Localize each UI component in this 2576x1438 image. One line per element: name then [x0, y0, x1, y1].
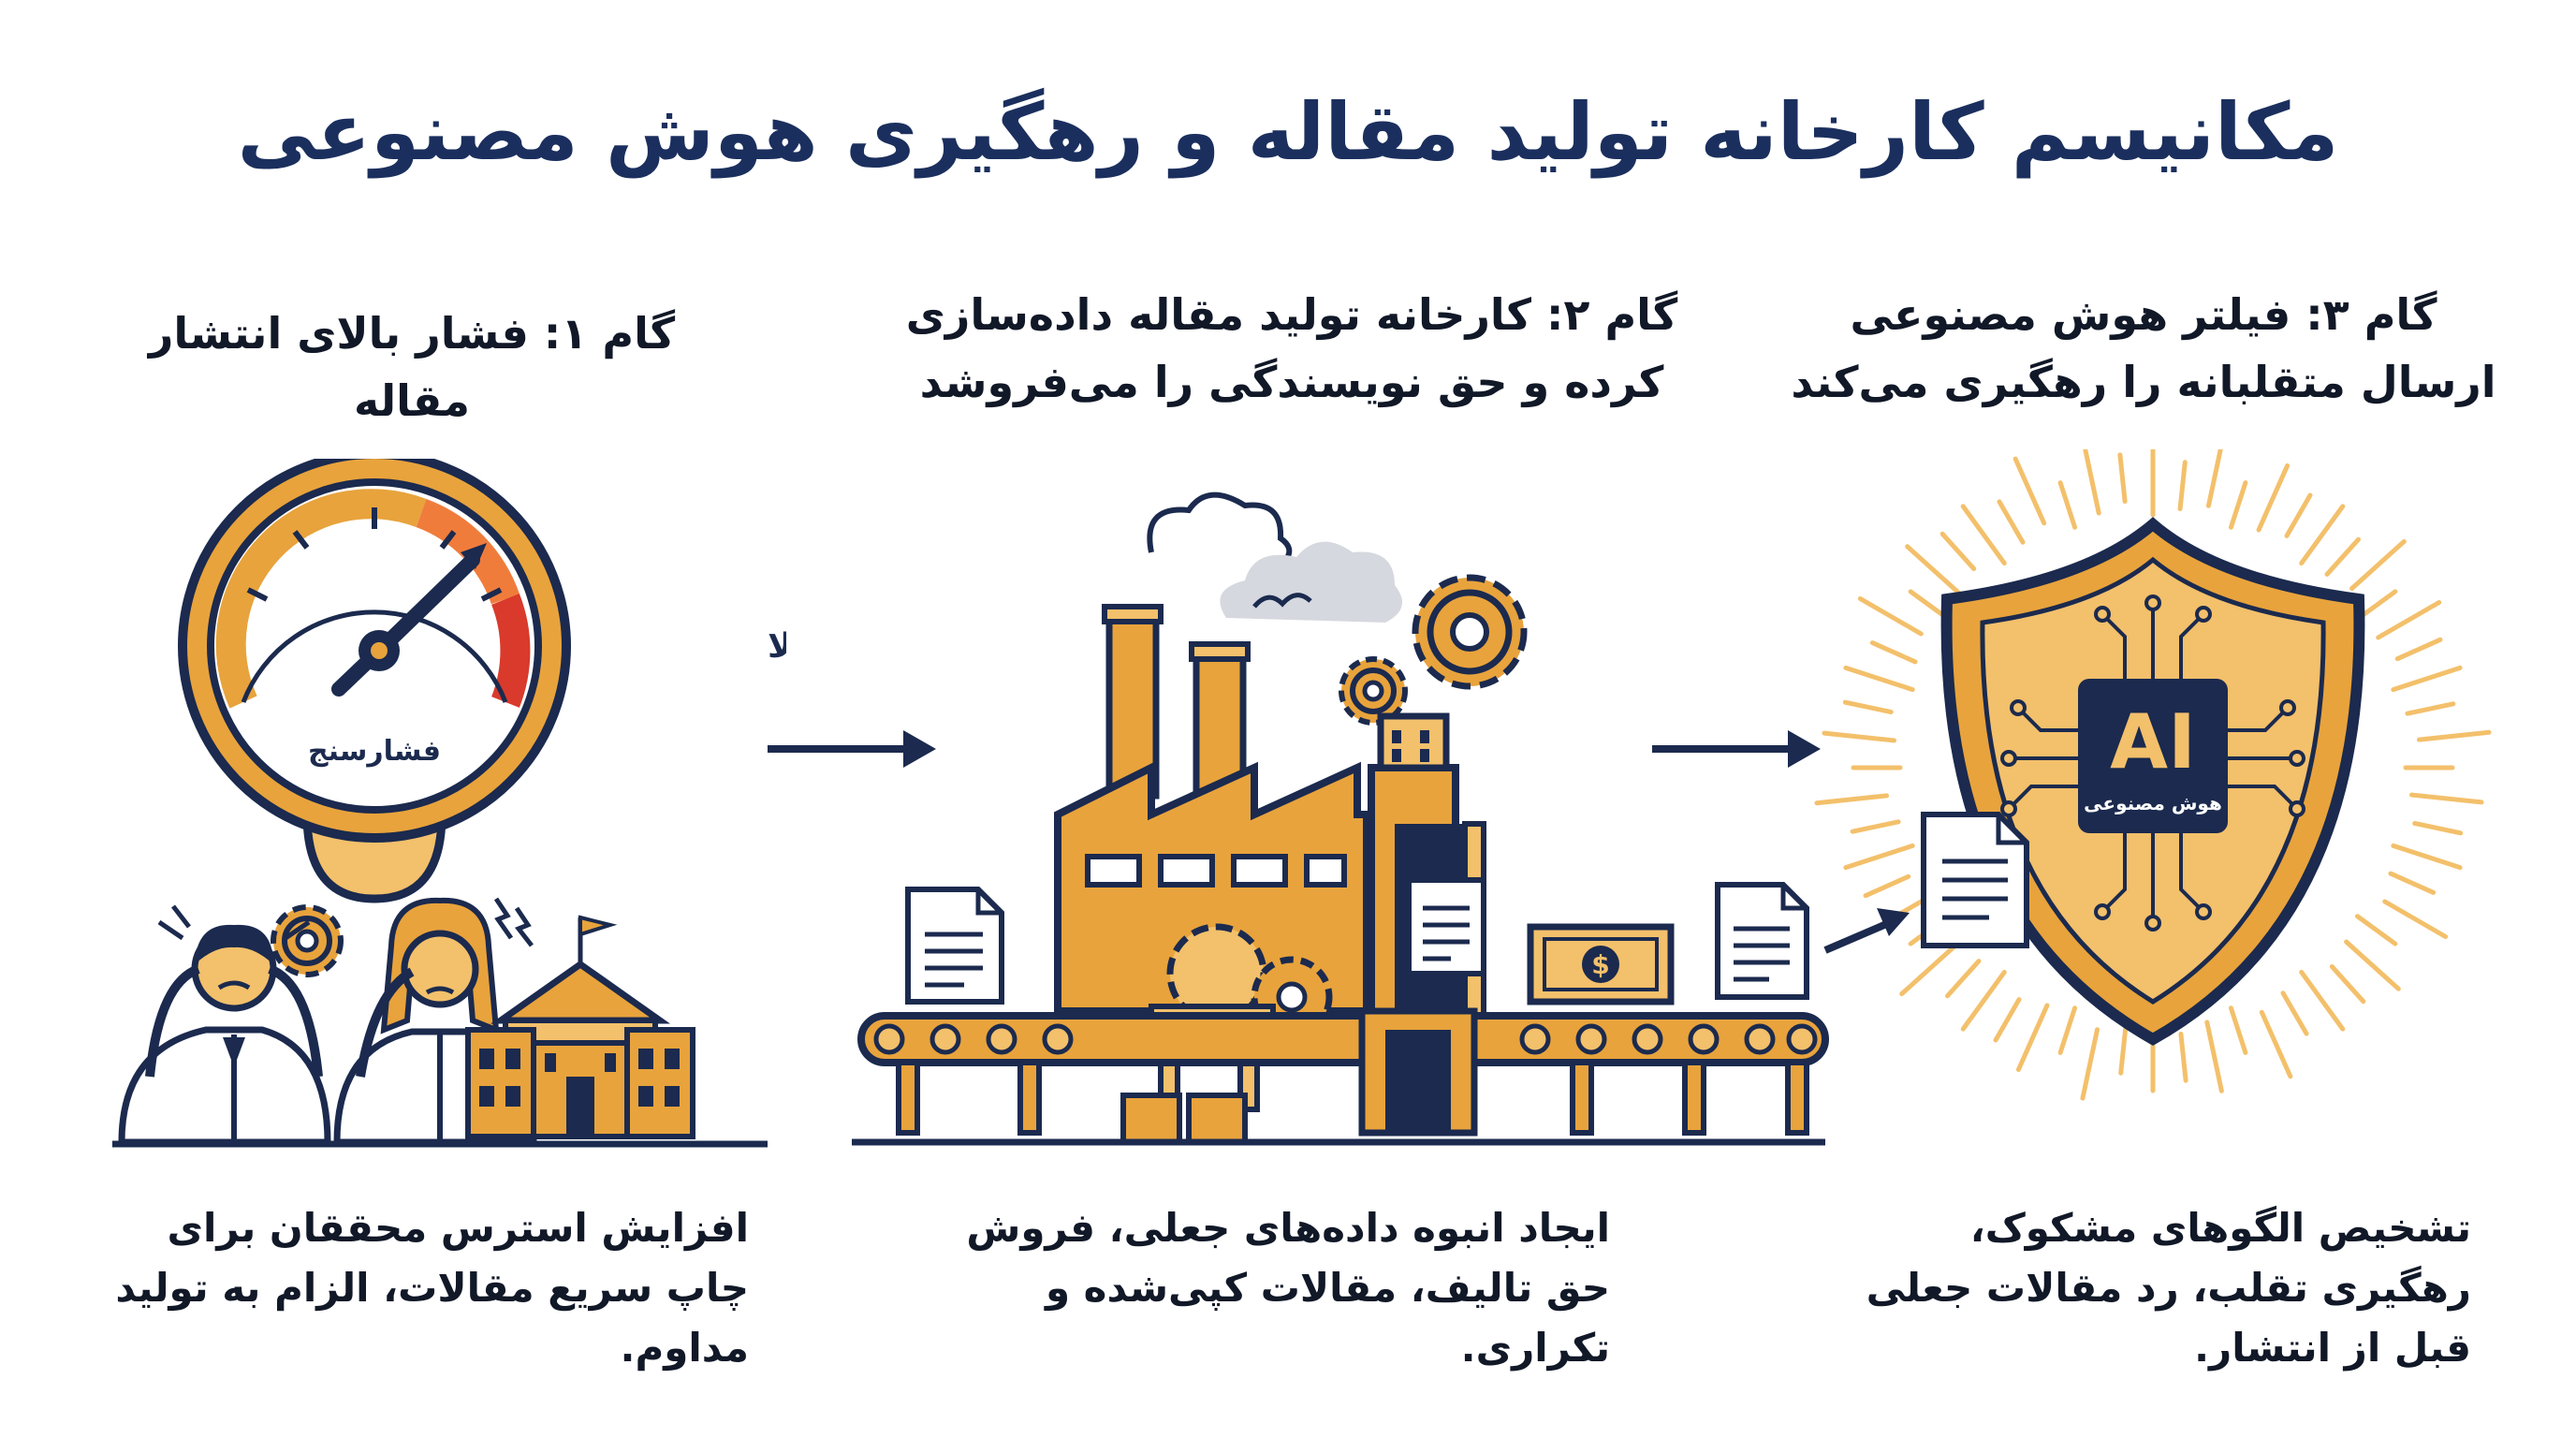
glow-ray — [1960, 504, 2007, 566]
gear-icon — [1339, 656, 1408, 726]
glow-ray — [2416, 729, 2492, 742]
glow-ray — [1960, 969, 2007, 1032]
step-1-title: گام ۱: فشار بالای انتشار مقاله — [148, 308, 676, 426]
gear-icon — [1412, 574, 1528, 690]
glow-ray — [1869, 640, 1918, 665]
stressed-researcher-male-icon — [118, 904, 331, 1146]
glow-ray — [2329, 964, 2366, 1005]
glow-ray — [1843, 665, 1915, 693]
arrow-right-icon — [1652, 730, 1821, 768]
document-icon — [905, 887, 1004, 1005]
page-title: مکانیسم کارخانه تولید مقاله و رهگیری هوش… — [237, 86, 2339, 178]
glow-ray — [2205, 449, 2223, 508]
arrow-right-icon — [768, 730, 936, 768]
glow-ray — [2376, 600, 2442, 640]
glow-ray — [1899, 944, 1956, 997]
step-1-description: افزایش استرس محققان برای چاپ سریع مقالات… — [115, 1205, 749, 1371]
glow-ray — [2354, 914, 2398, 946]
glow-ray — [2344, 939, 2401, 991]
glow-ray — [2228, 480, 2248, 530]
conveyor-belt-icon — [852, 1007, 1829, 1146]
glow-rays-icon — [1814, 449, 2492, 1101]
glow-ray — [2391, 665, 2463, 693]
glow-ray — [2349, 538, 2407, 592]
glow-ray — [2299, 504, 2346, 566]
smoke-cloud-icon — [1147, 492, 1402, 623]
step-2-title: گام ۲: کارخانه تولید مقاله داده‌سازی کرد… — [905, 289, 1678, 407]
university-building-icon — [465, 915, 695, 1139]
glow-ray — [1945, 959, 1982, 999]
money-bill-icon: $ — [1527, 923, 1675, 1005]
glow-ray — [2228, 1005, 2248, 1055]
glow-ray — [2405, 701, 2456, 716]
glow-ray — [2015, 1003, 2050, 1072]
glow-ray — [2118, 1023, 2129, 1076]
glow-ray — [1863, 873, 1911, 899]
pressure-gauge-icon — [178, 459, 571, 903]
glow-ray — [2280, 990, 2309, 1036]
step-1-illustration: فشارسنج فشار بالا — [112, 459, 786, 1148]
glow-ray — [2083, 449, 2101, 516]
arrow-icon — [1823, 908, 1910, 954]
glow-ray — [1814, 793, 1890, 806]
glow-ray — [2057, 480, 2078, 530]
glow-ray — [1822, 730, 1897, 743]
glow-ray — [2204, 1020, 2224, 1093]
glow-ray — [1905, 544, 1962, 596]
glow-ray — [1993, 997, 2022, 1043]
glow-ray — [2394, 637, 2443, 662]
step-3-description: تشخیص الگوهای مشکوک، رهگیری تقلب، رد مقا… — [1866, 1205, 2471, 1371]
pressure-label: فشار بالا — [768, 627, 786, 666]
step-2-description: ایجاد انبوه داده‌های جعلی، فروش حق تالیف… — [966, 1205, 1610, 1371]
glow-ray — [1939, 531, 1977, 571]
glow-ray — [2256, 463, 2291, 533]
document-icon — [1715, 882, 1809, 1000]
glow-ray — [2259, 1009, 2293, 1079]
gauge-label: فشارسنج — [308, 735, 441, 768]
glow-ray — [2299, 969, 2346, 1032]
ai-badge-label: AI — [2110, 698, 2196, 785]
glow-ray — [2177, 460, 2188, 512]
glow-ray — [1997, 499, 2026, 545]
glow-ray — [2057, 1005, 2078, 1055]
glow-ray — [2408, 792, 2484, 805]
svg-text:$: $ — [1591, 949, 1609, 980]
glow-ray — [2012, 456, 2047, 526]
glow-ray — [2284, 492, 2313, 538]
glow-ray — [2382, 899, 2449, 939]
glow-ray — [1842, 699, 1894, 715]
glow-ray — [1843, 843, 1915, 871]
ai-badge-sublabel: هوش مصنوعی — [2084, 792, 2222, 814]
glow-ray — [1857, 596, 1924, 637]
glow-ray — [2412, 820, 2464, 836]
glow-ray — [2080, 1027, 2100, 1101]
glow-ray — [2388, 871, 2437, 895]
ai-shield-icon — [1940, 517, 2365, 1046]
glow-ray — [2324, 536, 2361, 577]
glow-ray — [2391, 843, 2463, 871]
glow-ray — [2117, 452, 2128, 505]
glow-ray — [2178, 1031, 2188, 1083]
step-2-illustration: $ — [852, 492, 1829, 1146]
document-icon — [1921, 812, 2029, 948]
step-3-illustration: AI هوش مصنوعی — [1814, 449, 2492, 1101]
step-3-title: گام ۳: فیلتر هوش مصنوعی ارسال متقلبانه ر… — [1791, 289, 2496, 407]
glow-ray — [1850, 819, 1901, 834]
gear-icon — [271, 904, 344, 977]
